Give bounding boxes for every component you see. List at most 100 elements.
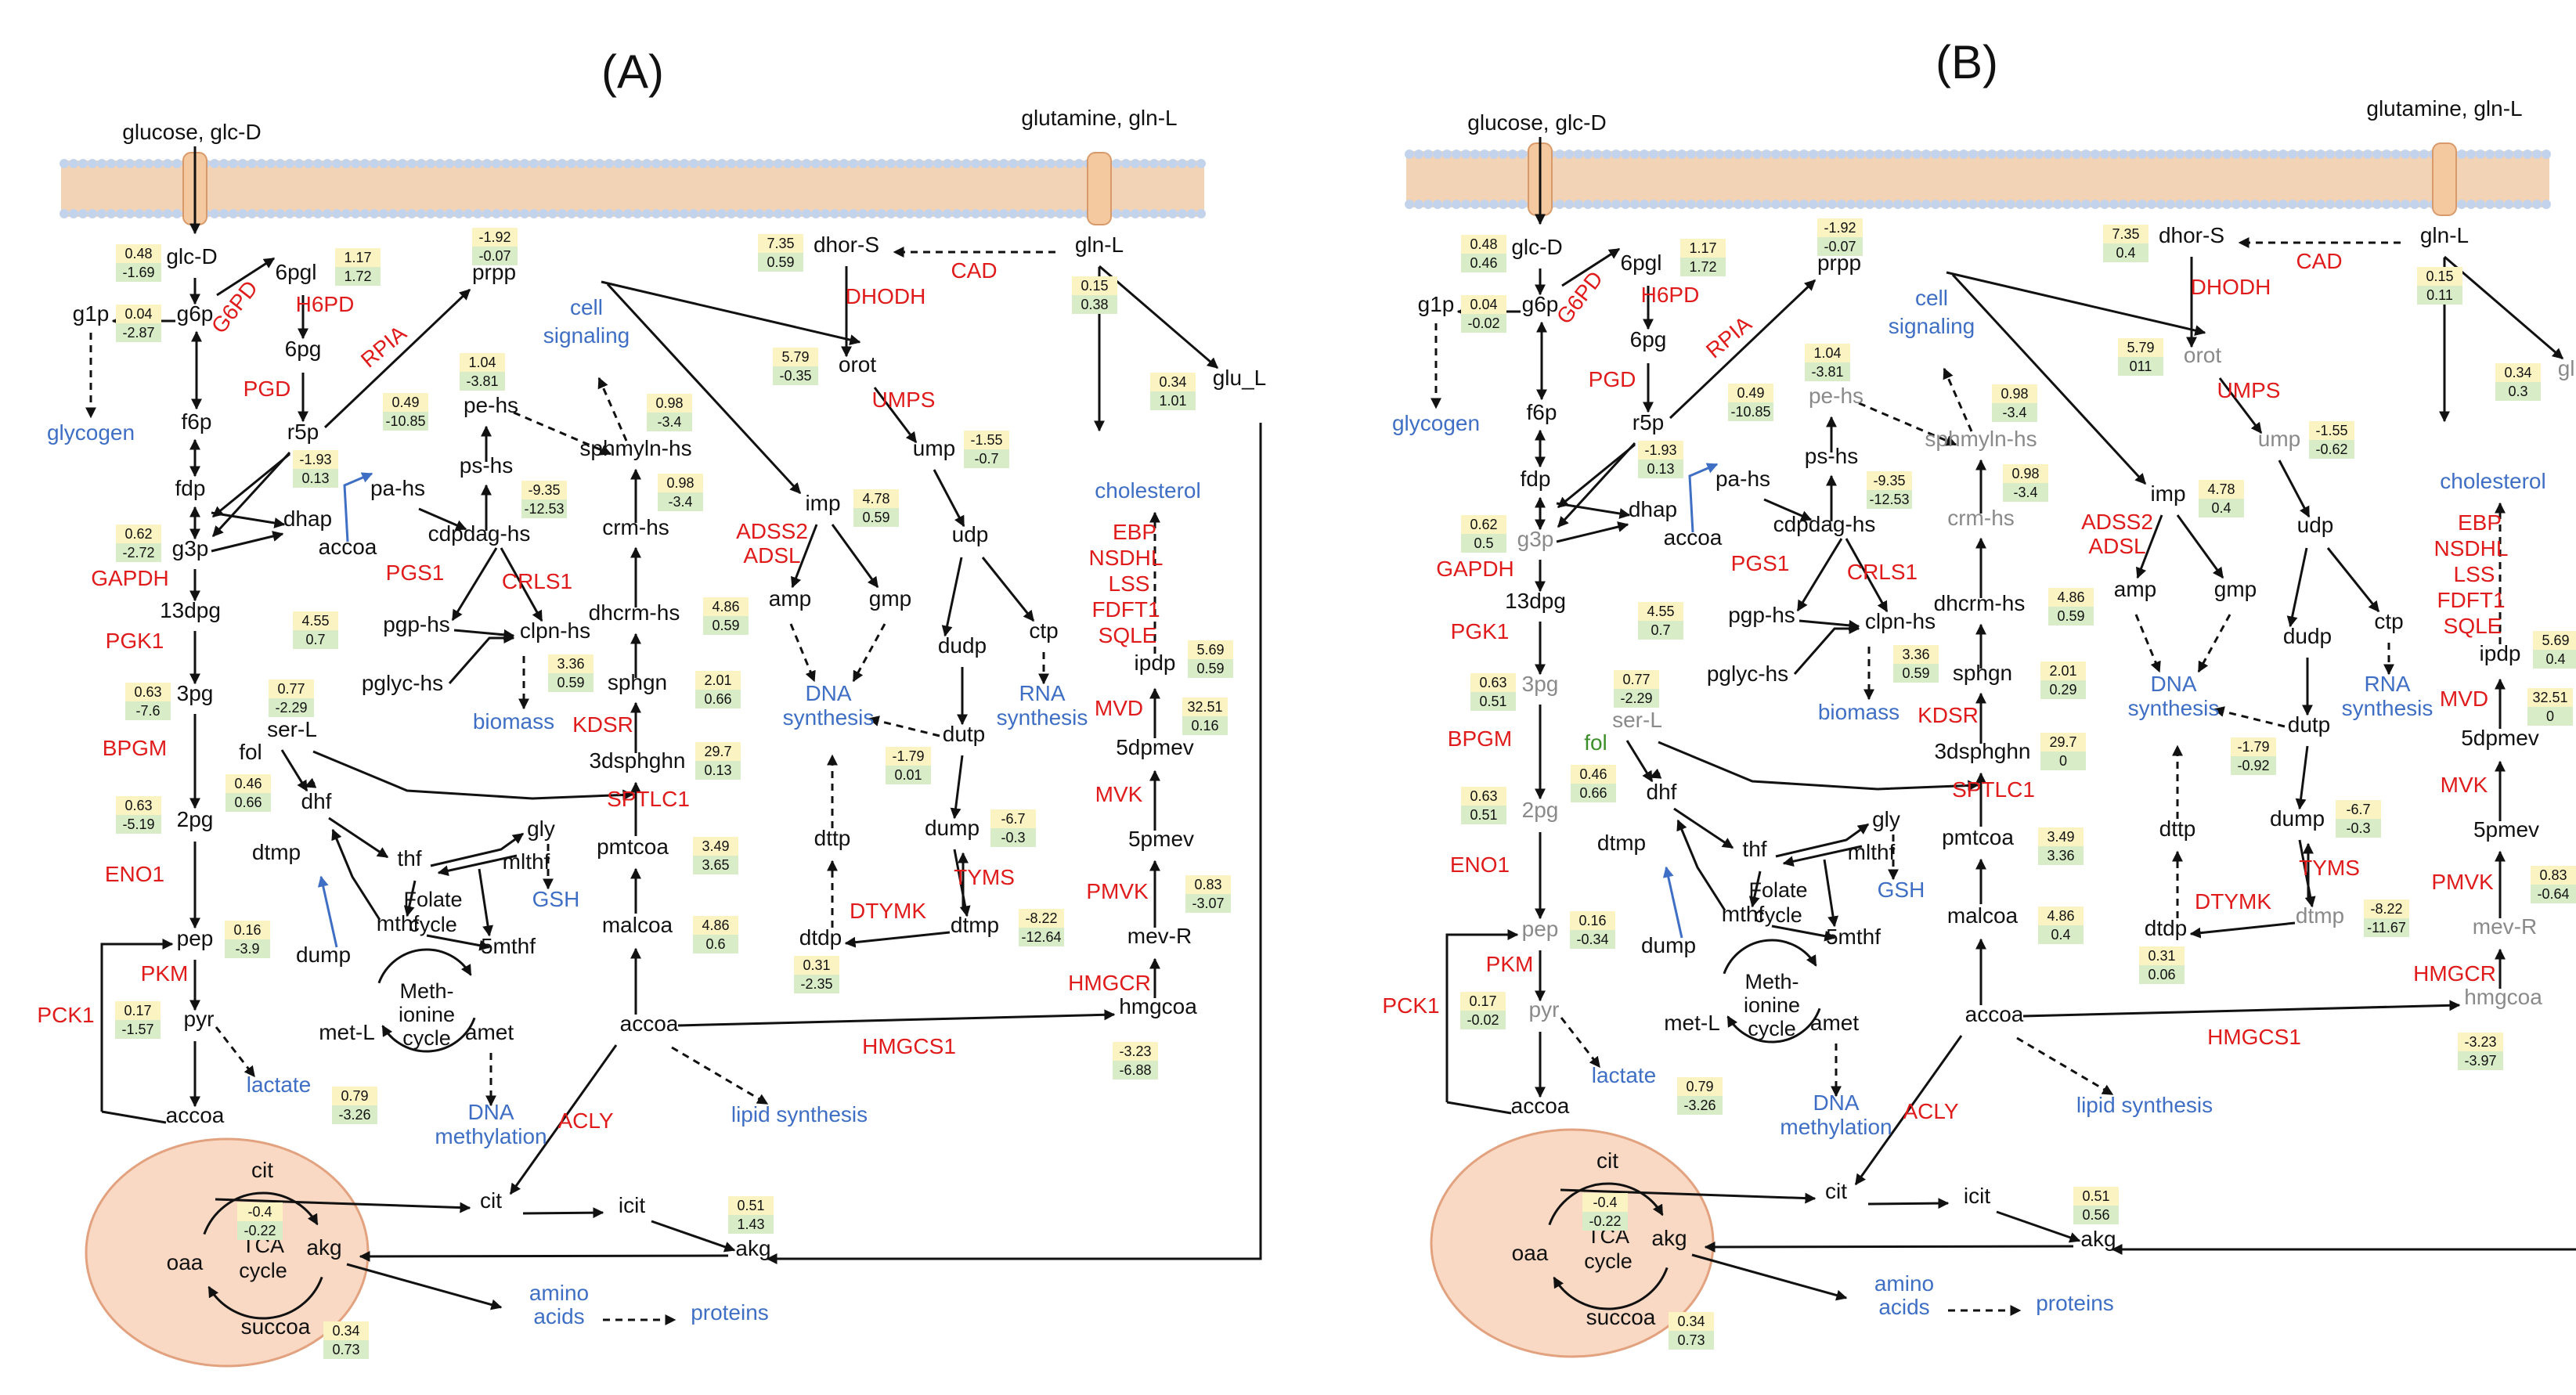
value-top: 2.01 bbox=[2049, 663, 2076, 679]
value-top: 29.7 bbox=[704, 744, 731, 759]
reaction-arrow bbox=[500, 547, 543, 622]
enzyme-lss: LSS bbox=[2454, 562, 2495, 586]
metabolite-pyr: pyr bbox=[184, 1007, 215, 1031]
reaction-arrow bbox=[1799, 619, 1860, 631]
value-bottom: 0.59 bbox=[767, 254, 794, 270]
value-top: -9.35 bbox=[528, 482, 560, 498]
reaction-arrow bbox=[1556, 521, 1629, 543]
enzyme-eno1: ENO1 bbox=[105, 862, 164, 886]
value-box-dhcrm: 4.860.59 bbox=[2048, 588, 2094, 625]
value-box-r5p: -1.930.13 bbox=[1638, 441, 1683, 478]
metabolite-f6p: f6p bbox=[1527, 400, 1557, 424]
value-top: 29.7 bbox=[2049, 734, 2076, 750]
metabolite-amp: amp bbox=[2114, 577, 2156, 601]
value-bottom: -7.6 bbox=[135, 703, 160, 719]
value-bottom: -11.67 bbox=[2367, 920, 2406, 935]
value-top: 0.04 bbox=[124, 306, 152, 322]
reaction-arrow bbox=[211, 511, 286, 528]
value-box-sphgn: 2.010.66 bbox=[695, 671, 741, 708]
value-box-dump: -6.7-0.3 bbox=[990, 809, 1036, 847]
value-box-dtmp: -8.22 -11.67 bbox=[2364, 899, 2409, 937]
value-top: 4.55 bbox=[301, 613, 329, 629]
value-box-glnL: 0.150.11 bbox=[2417, 267, 2462, 305]
value-bottom: -0.7 bbox=[974, 451, 998, 467]
value-box-dtdp: 0.31-2.35 bbox=[794, 956, 839, 993]
metabolite-akg_c: akg bbox=[735, 1236, 770, 1260]
value-top: 0.63 bbox=[1479, 675, 1506, 690]
value-bottom: -2.87 bbox=[122, 325, 154, 341]
cycle-label: cycle bbox=[239, 1259, 287, 1282]
value-box-pehs: 1.04-3.81 bbox=[460, 353, 505, 391]
metabolite-metL: met-L bbox=[1664, 1011, 1720, 1035]
cycle-arrow bbox=[1553, 1267, 1669, 1310]
value-top: 0.77 bbox=[1622, 672, 1650, 687]
metabolite-glc_D: glc-D bbox=[166, 244, 217, 269]
reaction-arrow bbox=[1793, 623, 1860, 675]
metabolite-mlthf: mlthf bbox=[1848, 840, 1896, 864]
reaction-arrow bbox=[1946, 271, 2206, 336]
reaction-arrow bbox=[953, 849, 971, 917]
reaction-arrow bbox=[651, 1220, 736, 1253]
value-top: -8.22 bbox=[1025, 910, 1057, 926]
value-bottom: 0.13 bbox=[704, 762, 731, 778]
value-box-pahs: 0.49-10.85 bbox=[1728, 384, 1773, 421]
cycle-label: cycle bbox=[1748, 1017, 1796, 1040]
enzyme-mvd: MVD bbox=[1095, 696, 1143, 720]
value-bottom: 0.7 bbox=[1651, 622, 1670, 638]
metabolite-mthf5: 5mthf bbox=[1826, 925, 1881, 949]
value-box-pgl6: 1.171.72 bbox=[335, 248, 381, 286]
value-box-dump: -6.7-0.3 bbox=[2336, 800, 2381, 838]
enzyme-crls1: CRLS1 bbox=[1847, 560, 1918, 584]
value-box-clpn: 3.360.59 bbox=[1893, 645, 1939, 683]
value-top: 0.17 bbox=[124, 1003, 151, 1018]
metabolite-gmp: gmp bbox=[869, 586, 911, 611]
value-bottom: -3.4 bbox=[657, 414, 681, 430]
metabolite-g3p: g3p bbox=[172, 536, 209, 561]
reaction-arrow bbox=[933, 469, 965, 528]
enzyme-acly: ACLY bbox=[1903, 1099, 1958, 1123]
metabolite-ump: ump bbox=[913, 436, 955, 460]
transporter-channel bbox=[2432, 142, 2457, 216]
process-proteins: proteins bbox=[2036, 1291, 2114, 1315]
reaction-arrow bbox=[950, 755, 964, 820]
metabolite-amet: amet bbox=[465, 1020, 514, 1044]
enzyme-hmgcs1: HMGCS1 bbox=[862, 1034, 956, 1058]
value-bottom: 0.59 bbox=[862, 510, 889, 525]
metabolite-ctp: ctp bbox=[2374, 609, 2403, 633]
enzyme-g6pd: G6PD bbox=[207, 276, 262, 338]
reaction-arrow bbox=[2444, 255, 2564, 360]
enzyme-dhodh: DHODH bbox=[846, 284, 926, 308]
value-bottom: 0.59 bbox=[557, 675, 584, 690]
value-box-pep: 0.16-3.9 bbox=[225, 921, 270, 958]
enzyme-pmvk: PMVK bbox=[2431, 870, 2494, 894]
value-bottom: 0.29 bbox=[2049, 682, 2076, 698]
process-dnam1: DNA bbox=[467, 1100, 514, 1124]
enzyme-ebp: EBP bbox=[2458, 510, 2502, 535]
value-top: 0.15 bbox=[1081, 278, 1108, 294]
value-bottom: -6.88 bbox=[1119, 1062, 1151, 1078]
value-box-fol: 0.460.66 bbox=[1571, 765, 1616, 802]
metabolite-glutamine: glutamine, gln-L bbox=[2366, 96, 2522, 121]
reaction-arrow bbox=[2326, 547, 2380, 613]
reaction-arrow bbox=[844, 931, 951, 948]
value-top: -6.7 bbox=[1001, 811, 1025, 827]
process-gsh: GSH bbox=[1878, 878, 1925, 902]
value-bottom: -5.19 bbox=[122, 816, 154, 832]
value-bottom: -3.07 bbox=[1192, 896, 1224, 911]
value-bottom: -0.62 bbox=[2315, 442, 2347, 457]
process-signaling: signaling bbox=[1889, 314, 1975, 338]
metabolite-dpmev: 5dpmev bbox=[1116, 735, 1194, 759]
enzyme-hmgcr: HMGCR bbox=[2413, 961, 2496, 986]
value-top: 1.17 bbox=[1689, 240, 1716, 256]
metabolite-amp: amp bbox=[769, 586, 811, 611]
reaction-arrow bbox=[1669, 279, 1817, 420]
metabolite-pg6: 6pg bbox=[285, 337, 322, 361]
value-box-mevR: 0.83-3.07 bbox=[1185, 875, 1231, 913]
metabolite-cdpdaghs: cdpdag-hs bbox=[428, 521, 531, 546]
dashed-reaction-arrow bbox=[1858, 402, 1957, 446]
dashed-reaction-arrow bbox=[1560, 1017, 1601, 1069]
metabolite-p2pg: 2pg bbox=[1522, 798, 1559, 822]
value-top: -8.22 bbox=[2370, 901, 2402, 917]
reaction-arrow bbox=[100, 939, 174, 1112]
value-top: 32.51 bbox=[2532, 690, 2567, 705]
